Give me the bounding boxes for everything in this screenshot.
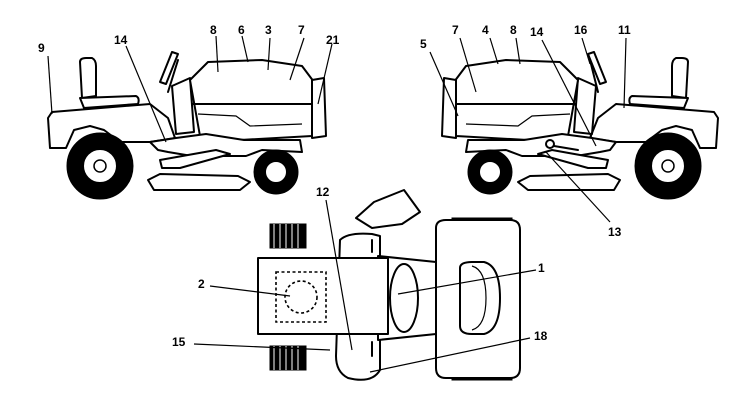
callout-label: 2 (198, 277, 205, 291)
callout-label: 5 (420, 37, 427, 51)
left-pedal (159, 149, 231, 169)
left-dash (171, 77, 195, 135)
callout-label: 6 (238, 23, 245, 37)
callout-label: 13 (608, 225, 622, 239)
top-engine-cover (459, 261, 501, 335)
top-rear-wheel-lower (269, 345, 307, 371)
left-seat-base (79, 95, 140, 109)
right-rear-wheel (634, 132, 702, 200)
left-side-panel (197, 113, 303, 127)
top-engine-cover-inner (471, 265, 487, 331)
left-front-wheel (253, 149, 299, 195)
callout-label: 11 (618, 23, 631, 37)
right-leader-lines (429, 37, 627, 223)
top-rear-wheel-upper (269, 223, 307, 249)
callout-label: 7 (298, 23, 305, 37)
top-rear-fender (257, 257, 389, 335)
callout-label: 1 (538, 261, 545, 275)
right-lever (553, 145, 579, 151)
right-dash (573, 77, 597, 135)
callout-label: 9 (38, 41, 45, 55)
left-steering-wheel (159, 51, 179, 85)
callout-label: 15 (172, 335, 186, 349)
callout-label: 18 (534, 329, 548, 343)
left-hood (189, 59, 315, 141)
top-steering-area (355, 189, 421, 229)
right-mower-deck (517, 173, 621, 191)
top-seat-outline (275, 271, 327, 323)
callout-label: 14 (114, 33, 128, 47)
callout-label: 21 (326, 33, 340, 47)
right-lever-knob (545, 139, 555, 149)
callout-label: 8 (210, 23, 217, 37)
callout-label: 8 (510, 23, 517, 37)
right-side-panel (465, 113, 571, 127)
left-seat-back (79, 57, 97, 99)
callout-label: 7 (452, 23, 459, 37)
left-side-view: 9 14 8 6 3 7 21 (38, 23, 340, 200)
top-leader-lines (193, 199, 537, 373)
right-side-view: 5 7 4 8 14 16 11 13 (420, 23, 719, 239)
right-steering-wheel (587, 51, 607, 85)
callout-label: 14 (530, 25, 544, 39)
right-pedal (537, 149, 609, 169)
right-seat-base (628, 95, 689, 109)
callout-label: 3 (265, 23, 272, 37)
top-view: 12 1 2 15 18 (172, 185, 548, 381)
left-mower-deck (147, 173, 251, 191)
left-leader-lines (47, 35, 333, 143)
right-seat-back (671, 57, 689, 99)
left-bumper (311, 77, 327, 139)
callout-label: 12 (316, 185, 330, 199)
callout-label: 4 (482, 23, 489, 37)
right-front-wheel (467, 149, 513, 195)
right-hood (453, 59, 579, 141)
callout-label: 16 (574, 23, 588, 37)
left-rear-wheel (66, 132, 134, 200)
left-steering-column (167, 59, 179, 93)
top-seat-circle (284, 280, 318, 314)
right-bumper (441, 77, 457, 139)
top-fuel-cap (389, 263, 419, 333)
